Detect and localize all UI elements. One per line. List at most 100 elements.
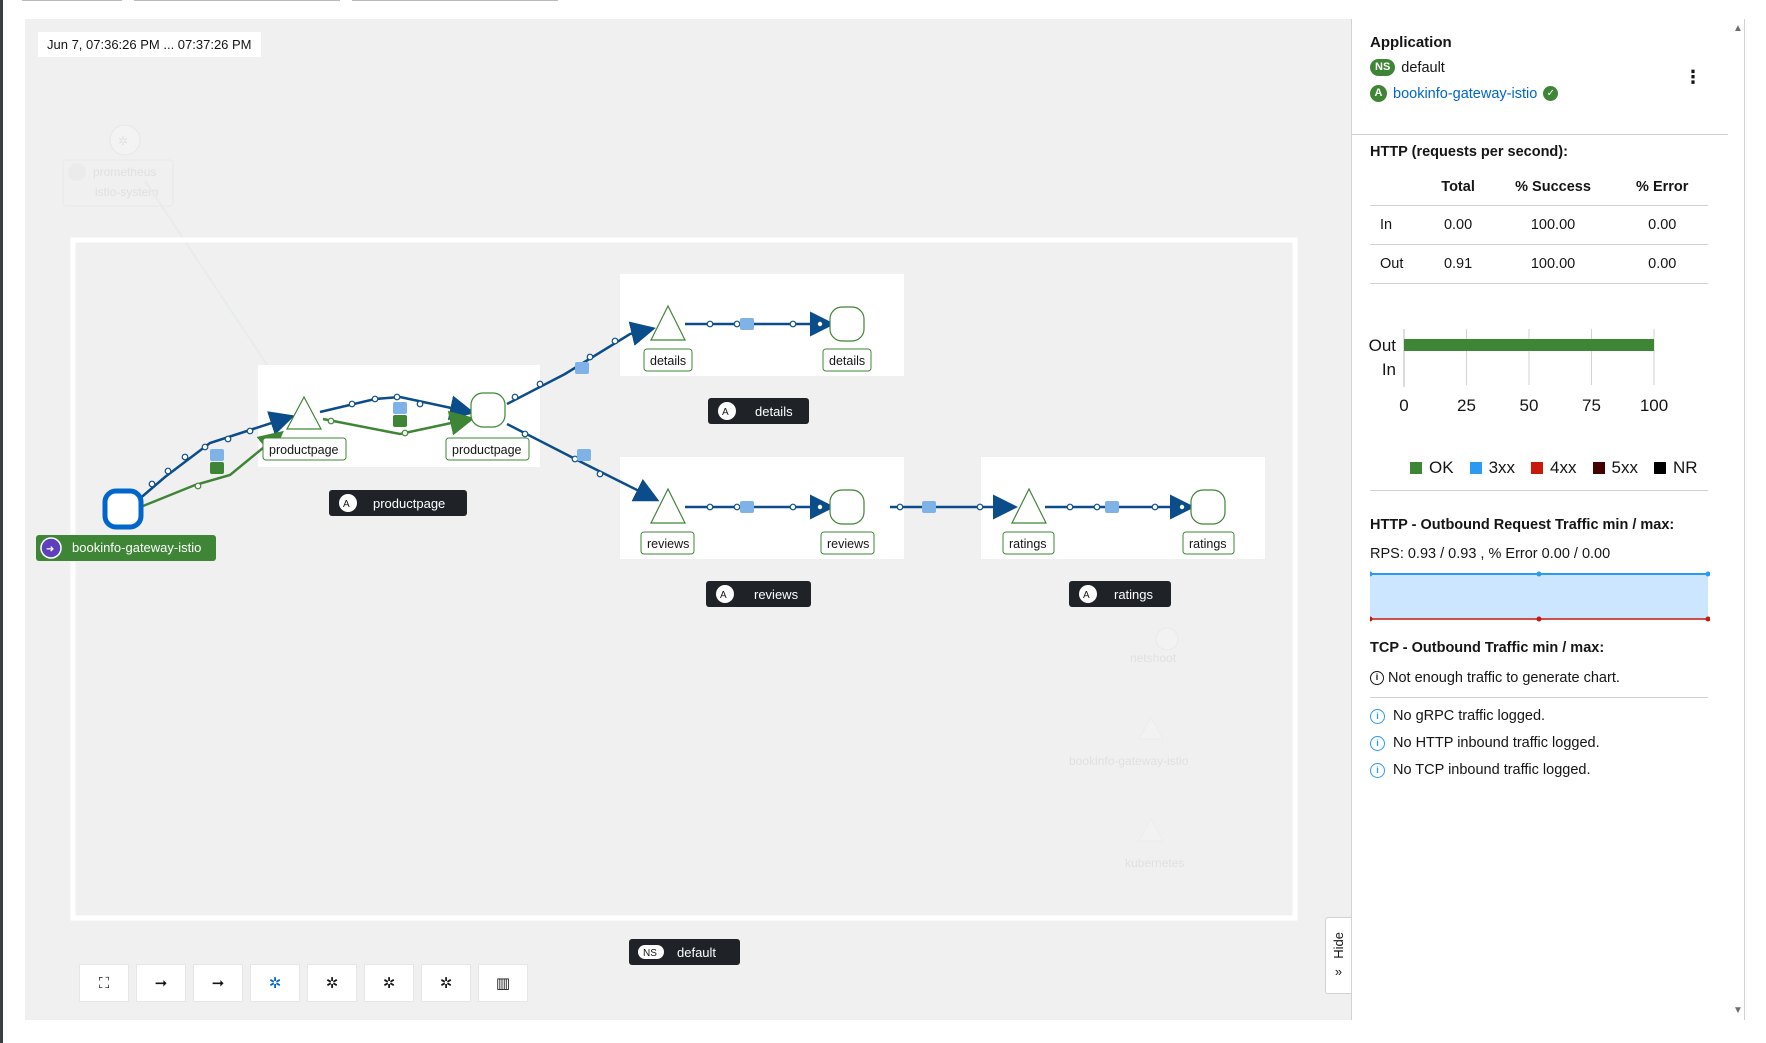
tick-label: 50: [1520, 396, 1539, 415]
node-productpage-service[interactable]: productpage: [445, 392, 530, 461]
node-label: reviews: [647, 537, 689, 551]
tcp-message: i Not enough traffic to generate chart.: [1370, 670, 1620, 686]
error-cell: 0.00: [1616, 205, 1708, 245]
side-panel-title: Application: [1370, 34, 1452, 51]
fit-screen-button[interactable]: ⛶: [79, 964, 129, 1002]
namespace-box[interactable]: [70, 237, 1298, 921]
kebab-menu-icon[interactable]: ⋮: [1684, 67, 1702, 87]
chart-legend: OK 3xx 4xx 5xx NR: [1410, 458, 1698, 478]
table-header: % Success: [1489, 169, 1617, 206]
tcp-message-text: Not enough traffic to generate chart.: [1388, 670, 1620, 686]
minimap-button[interactable]: ▥: [478, 964, 528, 1002]
list-item: i No gRPC traffic logged.: [1370, 708, 1600, 724]
app-label-productpage[interactable]: A productpage: [329, 490, 467, 516]
tick-label: 25: [1457, 396, 1476, 415]
tcp-title: TCP - Outbound Traffic min / max:: [1370, 640, 1605, 656]
app-label-ratings[interactable]: A ratings: [1069, 581, 1171, 607]
node-ratings-service[interactable]: ratings: [1182, 489, 1235, 555]
legend-item-ok: OK: [1410, 458, 1454, 478]
app-label-details[interactable]: A details: [708, 398, 809, 424]
app-badge: A: [1083, 590, 1090, 601]
hide-panel-button[interactable]: Hide »: [1325, 917, 1351, 994]
ns-badge: NS: [643, 948, 657, 959]
faded-label: netshoot: [1130, 651, 1177, 665]
info-icon: i: [1370, 762, 1385, 778]
node-details-service[interactable]: details: [822, 306, 872, 372]
layout-default-button[interactable]: ✲: [250, 964, 300, 1002]
ns-label: default: [677, 945, 716, 960]
arrow-right-icon: ➞: [154, 975, 168, 992]
edges-green[interactable]: [142, 410, 475, 508]
legend-item-5xx: 5xx: [1592, 458, 1638, 478]
topology-icon: ✲: [268, 975, 282, 992]
zoom-in-button[interactable]: ➞: [136, 964, 186, 1002]
info-icon: i: [1370, 708, 1385, 724]
layout-3-button[interactable]: ✲: [421, 964, 471, 1002]
scroll-up-icon[interactable]: ▲: [1733, 23, 1743, 34]
legend-item-4xx: 4xx: [1531, 458, 1577, 478]
node-label: details: [829, 354, 865, 368]
zoom-out-button[interactable]: ➞: [193, 964, 243, 1002]
svg-text:✲: ✲: [118, 134, 128, 148]
info-text: No gRPC traffic logged.: [1393, 708, 1546, 724]
graph-svg[interactable]: ✲ prometheus istio-system netshoot booki…: [25, 19, 1351, 1020]
side-panel-header: Application NS default A bookinfo-gatewa…: [1370, 34, 1559, 111]
divider: [1370, 490, 1708, 491]
namespace-badge: NS: [1370, 59, 1396, 76]
node-bookinfo-gateway-istio[interactable]: ➜ bookinfo-gateway-istio: [36, 488, 216, 561]
faded-label: istio-system: [95, 185, 158, 199]
app-badge: A: [720, 590, 727, 601]
side-panel-scrollbar[interactable]: ▲ ▼: [1729, 19, 1745, 1020]
success-cell: 100.00: [1489, 205, 1617, 245]
layout-1-button[interactable]: ✲: [307, 964, 357, 1002]
app-link[interactable]: bookinfo-gateway-istio: [1393, 85, 1538, 102]
table-row: Out 0.91 100.00 0.00: [1370, 244, 1708, 284]
tick-label: 75: [1582, 396, 1601, 415]
svg-text:➜: ➜: [46, 544, 54, 555]
left-edge: [0, 0, 3, 1043]
legend-label: 4xx: [1550, 458, 1577, 477]
tick-label: 100: [1640, 396, 1668, 415]
topology-icon: ✲: [382, 975, 396, 992]
app-label-reviews[interactable]: A reviews: [706, 581, 811, 607]
success-cell: 100.00: [1489, 244, 1617, 284]
top-tabs: [22, 0, 662, 4]
total-cell: 0.00: [1426, 205, 1490, 245]
node-productpage-app[interactable]: productpage: [262, 395, 347, 461]
double-chevron-right-icon: »: [1334, 964, 1343, 980]
scroll-down-icon[interactable]: ▼: [1733, 1005, 1743, 1016]
faded-node-netshoot[interactable]: netshoot bookinfo-gateway-istio kubernet…: [1069, 627, 1189, 870]
namespace-label[interactable]: NS default: [629, 939, 740, 965]
info-messages: i No gRPC traffic logged. i No HTTP inboun…: [1370, 708, 1600, 789]
faded-node-prometheus[interactable]: ✲ prometheus istio-system: [62, 124, 294, 405]
node-details-app[interactable]: details: [643, 304, 693, 372]
total-cell: 0.91: [1426, 244, 1490, 284]
faded-label: prometheus: [93, 165, 156, 179]
http-rates-table: Total % Success % Error In 0.00 100.00 0…: [1370, 169, 1708, 284]
info-icon: i: [1370, 671, 1384, 685]
topology-icon: ✲: [325, 975, 339, 992]
legend-label: 3xx: [1488, 458, 1516, 477]
table-header: [1370, 169, 1427, 206]
node-label: details: [650, 354, 686, 368]
outbound-sparkline: [1370, 571, 1710, 622]
node-label: ratings: [1009, 537, 1047, 551]
app-box-label: details: [755, 404, 793, 419]
legend-item-3xx: 3xx: [1469, 458, 1516, 478]
node-reviews-service[interactable]: reviews: [820, 489, 875, 555]
table-header: Total: [1426, 169, 1490, 206]
node-reviews-app[interactable]: reviews: [640, 487, 695, 555]
map-icon: ▥: [495, 975, 511, 992]
legend-label: NR: [1672, 458, 1698, 477]
node-ratings-app[interactable]: ratings: [1002, 487, 1055, 555]
app-box-label: productpage: [373, 496, 445, 511]
info-text: No TCP inbound traffic logged.: [1393, 762, 1591, 778]
graph-canvas[interactable]: Jun 7, 07:36:26 PM ... 07:37:26 PM ✲ pro…: [25, 19, 1351, 1020]
layout-2-button[interactable]: ✲: [364, 964, 414, 1002]
ingress-label: bookinfo-gateway-istio: [72, 540, 201, 555]
mtls-lock-icons: [210, 318, 1119, 513]
side-panel: ▲ ▼ Application NS default A bookinfo-ga…: [1351, 19, 1745, 1020]
app-badge: A: [343, 499, 350, 510]
info-text: No HTTP inbound traffic logged.: [1393, 735, 1600, 751]
